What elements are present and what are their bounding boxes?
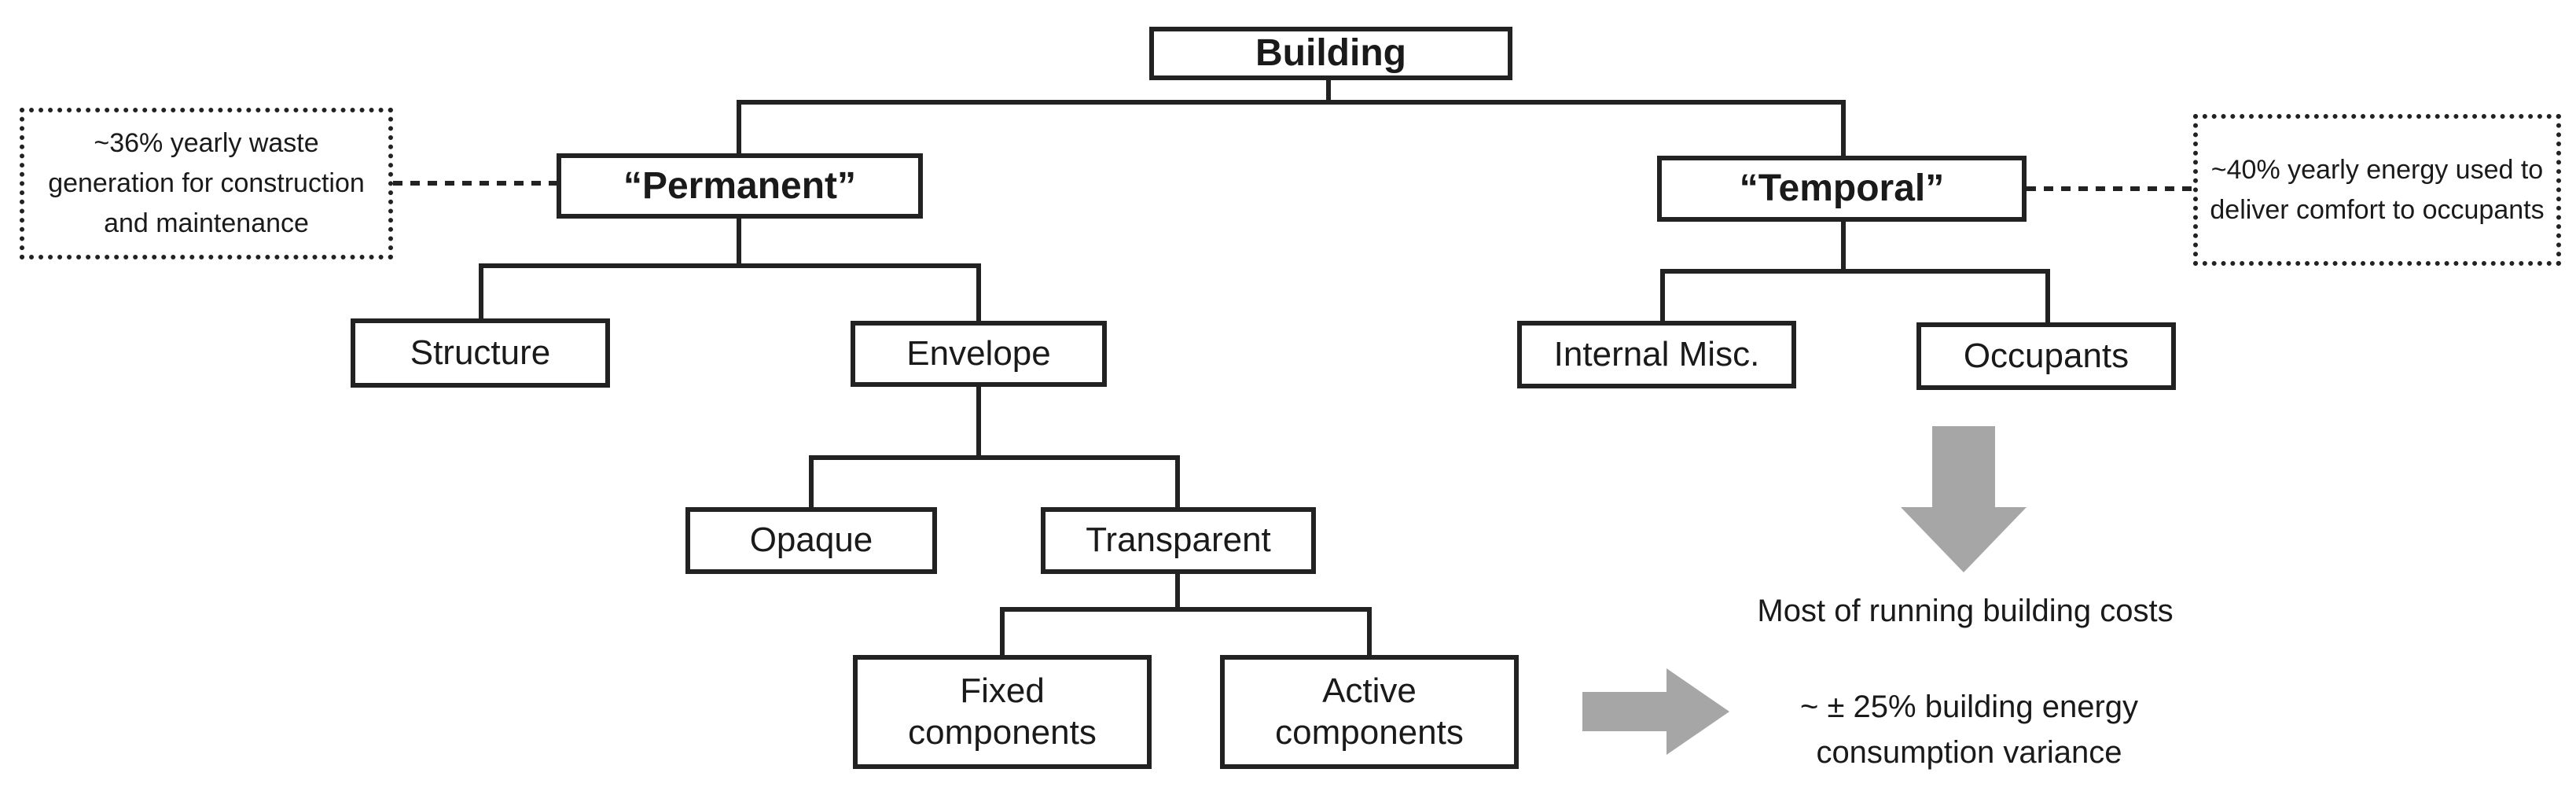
note-comfort-energy: ~40% yearly energy used to deliver comfo… xyxy=(2193,114,2561,266)
node-structure: Structure xyxy=(351,318,610,388)
caption-running-costs: Most of running building costs xyxy=(1757,594,2174,628)
node-envelope: Envelope xyxy=(851,321,1107,387)
node-active-components: Active components xyxy=(1220,655,1519,769)
node-internal-misc: Internal Misc. xyxy=(1517,321,1796,388)
caption-energy-variance: ~ ± 25% building energy consumption vari… xyxy=(1799,690,2139,770)
node-opaque: Opaque xyxy=(685,507,937,574)
node-occupants: Occupants xyxy=(1916,322,2176,390)
node-temporal: “Temporal” xyxy=(1657,156,2027,222)
node-transparent: Transparent xyxy=(1041,507,1316,574)
down-arrow-icon xyxy=(1901,426,2027,572)
note-waste-generation: ~36% yearly waste generation for constru… xyxy=(20,108,393,259)
node-permanent: “Permanent” xyxy=(557,153,923,219)
node-fixed-components: Fixed components xyxy=(853,655,1152,769)
right-arrow-icon xyxy=(1582,668,1729,755)
node-building: Building xyxy=(1149,27,1512,80)
